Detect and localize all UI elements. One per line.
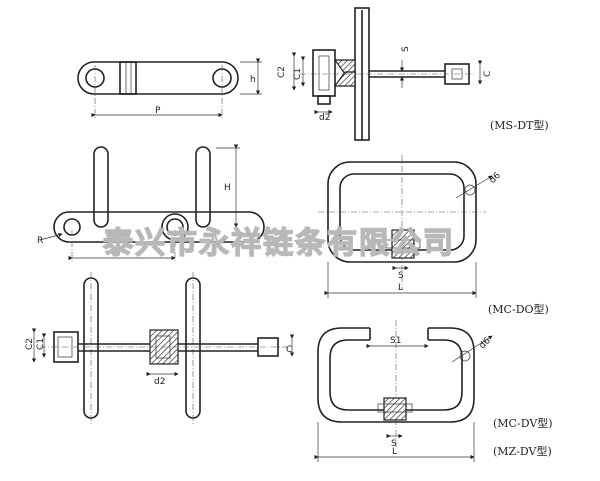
mc-dv-top-view: C2 C1 d2 C [25, 272, 295, 424]
dim-r: R [37, 236, 43, 246]
company-watermark: 泰兴市永祥链条有限公司 [103, 226, 455, 261]
dim-d6-mid: d6 [488, 171, 503, 186]
label-mc-dv: (MC-DV型) [493, 416, 553, 430]
dim-p: P [155, 106, 161, 116]
label-mc-do: (MC-DO型) [488, 302, 549, 316]
dim-s-top: S [401, 46, 411, 52]
dim-d6-bot: d6 [478, 336, 493, 351]
dim-h-big: H [224, 183, 231, 193]
dim-s-bot: S [391, 439, 397, 449]
dim-h-small: h [250, 75, 256, 85]
link-side-view: P h [77, 58, 262, 120]
ms-dt-top-view: C2 C1 d2 S C [277, 7, 493, 141]
mc-do-loop: d6 S L [318, 155, 503, 298]
dim-c-top: C [483, 71, 493, 77]
dim-c2-bot: C2 [25, 338, 35, 350]
dim-d2-bot: d2 [154, 377, 165, 387]
dim-l-bot: L [392, 447, 397, 457]
dim-c-bot: C [286, 345, 292, 355]
dim-d2-top: d2 [319, 113, 330, 123]
dim-l-mid: L [398, 283, 403, 293]
dim-c1-bot: C1 [36, 338, 46, 350]
dim-s-mid: S [398, 271, 404, 281]
dim-c1-top: C1 [293, 68, 303, 80]
mc-do-side-view: H R [37, 144, 265, 262]
label-ms-dt: (MS-DT型) [490, 118, 549, 132]
dim-c2-top: C2 [277, 66, 287, 78]
label-mz-dv: (MZ-DV型) [493, 444, 552, 458]
mc-dv-loop: S1 d6 S L [314, 320, 493, 462]
dim-s1: S1 [390, 336, 401, 346]
